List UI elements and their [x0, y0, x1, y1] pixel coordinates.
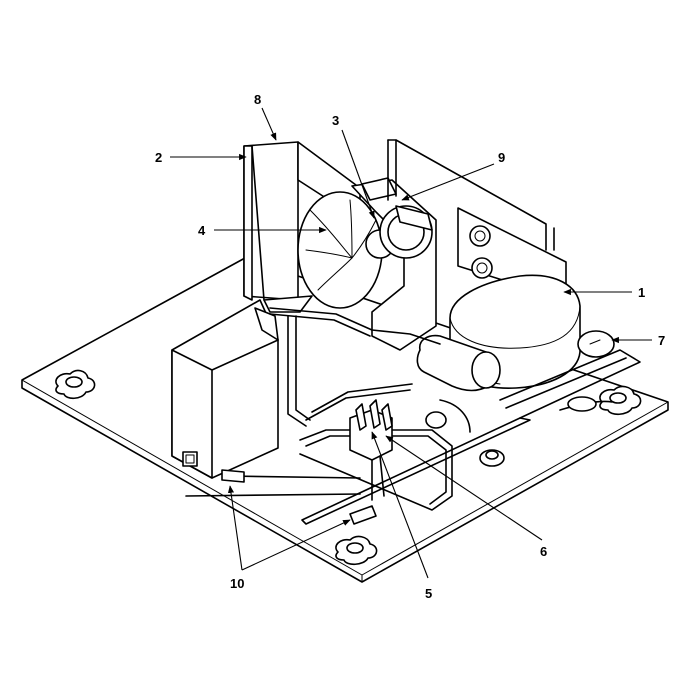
- refrigerant-tubing: [185, 307, 641, 525]
- callout-8: 8: [254, 92, 261, 107]
- callout-1: 1: [638, 285, 645, 300]
- leader-8: [261, 107, 277, 141]
- leader-10b: [241, 519, 351, 571]
- leader-3: [341, 129, 375, 219]
- callout-labels: 1 2 3 4 5 6 7 8 9 10: [155, 92, 665, 601]
- leader-6: [385, 435, 543, 541]
- leader-5: [371, 431, 429, 579]
- filter-drier-fittings: [221, 469, 377, 525]
- callout-10: 10: [230, 576, 244, 591]
- leader-10a: [227, 485, 243, 571]
- callout-5: 5: [425, 586, 432, 601]
- mounting-foot-left: [55, 369, 96, 400]
- start-relay: [577, 330, 615, 358]
- pressure-switch-block: [349, 399, 393, 501]
- leader-9: [401, 163, 495, 201]
- receiver-tank: [416, 334, 501, 392]
- callout-2: 2: [155, 150, 162, 165]
- mounting-foot-mid: [479, 449, 505, 467]
- fan-motor-bracket: [351, 177, 437, 351]
- callout-3: 3: [332, 113, 339, 128]
- electrical-box: [171, 299, 279, 479]
- leader-lines: [170, 107, 652, 579]
- callout-9: 9: [498, 150, 505, 165]
- callout-7: 7: [658, 333, 665, 348]
- callout-4: 4: [198, 223, 206, 238]
- tube-frame: [387, 139, 555, 251]
- mounting-foot-right: [599, 385, 642, 416]
- callout-6: 6: [540, 544, 547, 559]
- mounting-foot-front: [335, 535, 378, 566]
